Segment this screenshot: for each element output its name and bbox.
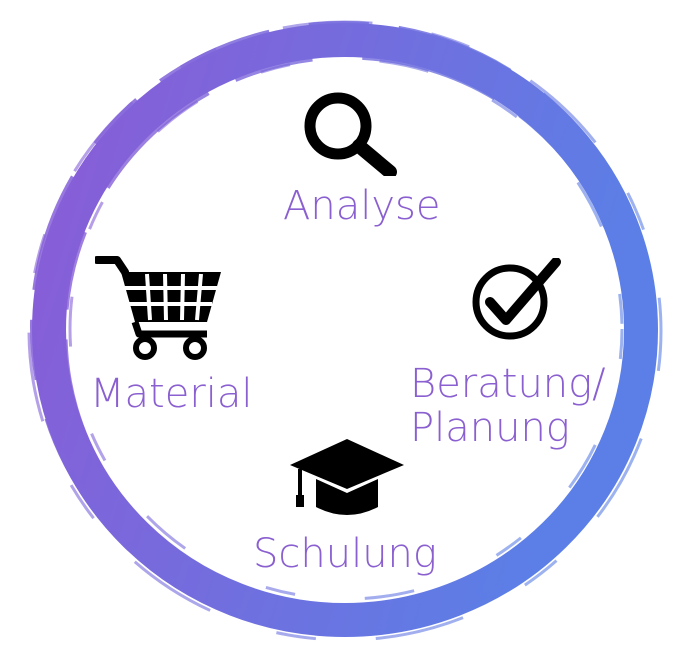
label-schulung: Schulung — [253, 531, 437, 577]
graduation-cap-icon — [290, 439, 404, 515]
search-icon — [304, 92, 397, 176]
label-beratung-line2: Planung — [410, 405, 570, 451]
label-analyse: Analyse — [283, 183, 441, 229]
label-material: Material — [90, 371, 253, 417]
check-circle-icon — [472, 258, 561, 340]
label-beratung-line1: Beratung/ — [410, 361, 606, 407]
label-beratung-planung: Beratung/ Planung — [410, 362, 606, 450]
shopping-cart-icon — [95, 256, 221, 360]
